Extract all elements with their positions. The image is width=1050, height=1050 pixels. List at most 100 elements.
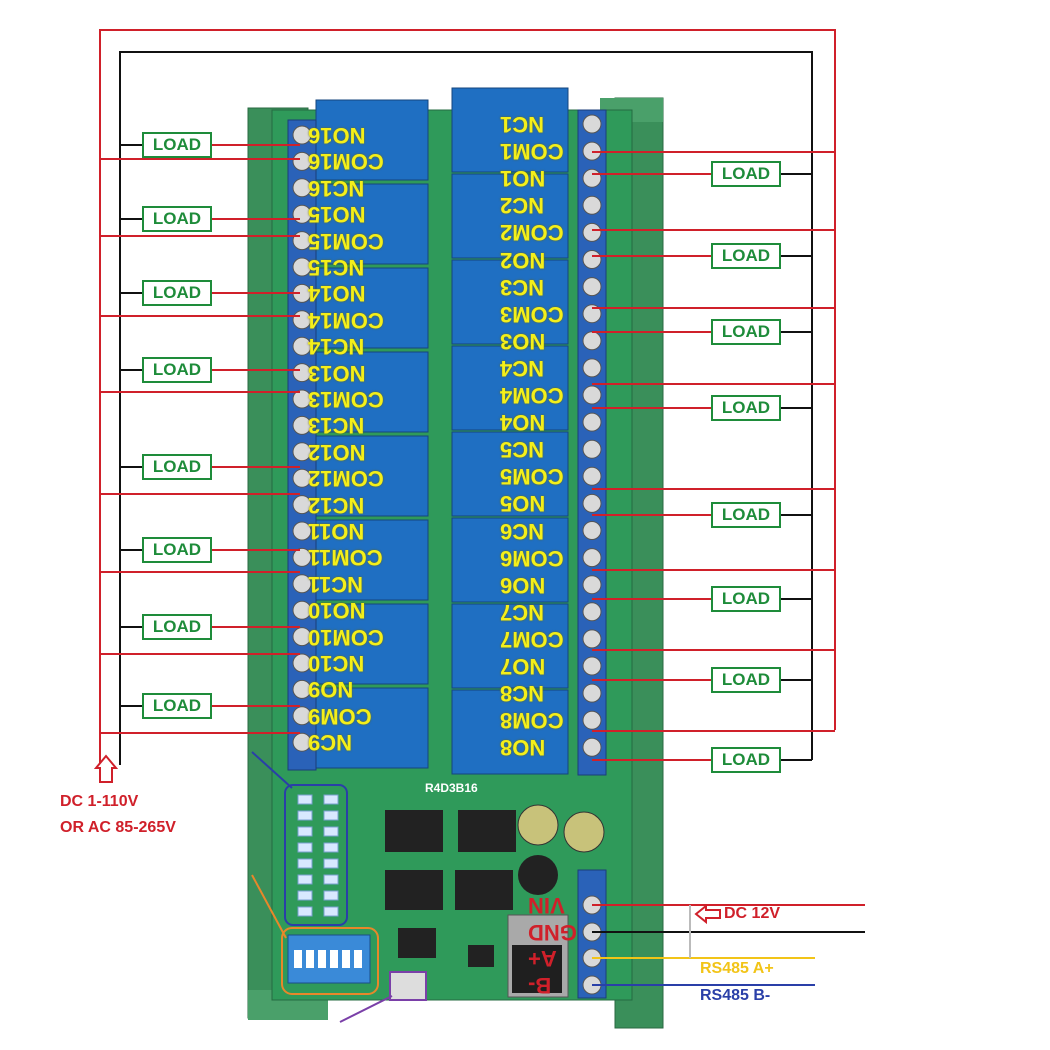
terminal-label-nc5: NC5 bbox=[500, 437, 545, 463]
terminal-label-no12: NO12 bbox=[308, 439, 366, 465]
led bbox=[323, 890, 339, 901]
relay-left-14 bbox=[315, 267, 429, 349]
terminal-label-com7: COM7 bbox=[500, 626, 564, 652]
terminal-label-nc13: NC13 bbox=[308, 413, 365, 439]
ic-chip-3 bbox=[385, 870, 443, 910]
relay-left-13 bbox=[315, 351, 429, 433]
dip-key bbox=[318, 950, 326, 968]
screw-left bbox=[292, 468, 312, 488]
inductor bbox=[518, 855, 558, 895]
screw-right bbox=[582, 331, 602, 351]
terminal-label-nc7: NC7 bbox=[500, 599, 545, 625]
relay-left-12 bbox=[315, 435, 429, 517]
led bbox=[297, 874, 313, 885]
capacitor-2 bbox=[563, 811, 605, 853]
ic-chip-4 bbox=[455, 870, 513, 910]
terminal-label-nc9: NC9 bbox=[308, 730, 353, 756]
load-box-left-2: LOAD bbox=[142, 206, 212, 232]
terminal-label-nc4: NC4 bbox=[500, 355, 545, 381]
regulator-body bbox=[512, 945, 562, 993]
terminal-label-nc15: NC15 bbox=[308, 255, 365, 280]
screw-right bbox=[582, 710, 602, 730]
screw-left bbox=[292, 732, 312, 752]
led bbox=[297, 842, 313, 853]
load-box-right-8: LOAD bbox=[711, 747, 781, 773]
terminal-label-nc12: NC12 bbox=[308, 492, 365, 518]
terminal-label-no15: NO15 bbox=[308, 202, 366, 228]
terminal-label-com4: COM4 bbox=[500, 383, 564, 408]
load-box-left-4: LOAD bbox=[142, 357, 212, 383]
screw-right bbox=[582, 277, 602, 297]
red-supply-loop bbox=[99, 29, 836, 765]
screw-left bbox=[292, 442, 312, 462]
annotation-line-blue bbox=[251, 751, 293, 789]
screw-right bbox=[582, 656, 602, 676]
load-box-right-7: LOAD bbox=[711, 667, 781, 693]
terminal-label-no7: NO7 bbox=[500, 654, 546, 679]
capacitor-1 bbox=[517, 804, 559, 846]
terminal-label-com15: COM15 bbox=[308, 228, 384, 254]
screw-left bbox=[292, 547, 312, 567]
screw-left bbox=[292, 600, 312, 620]
screw-left bbox=[292, 151, 312, 171]
relay-left-10 bbox=[315, 603, 429, 685]
load-box-right-6: LOAD bbox=[711, 586, 781, 612]
screw-right bbox=[582, 493, 602, 513]
screw-right bbox=[582, 521, 602, 540]
terminal-label-com12: COM12 bbox=[308, 466, 384, 492]
terminal-label-com6: COM6 bbox=[500, 545, 564, 571]
screw-left bbox=[292, 627, 312, 647]
terminal-label-no9: NO9 bbox=[308, 677, 354, 703]
led bbox=[323, 906, 339, 917]
relay-right-7 bbox=[451, 603, 569, 689]
led bbox=[297, 794, 313, 805]
terminal-label-no16: NO16 bbox=[308, 123, 366, 148]
screw-left bbox=[292, 125, 312, 145]
led bbox=[323, 842, 339, 853]
screw-right bbox=[582, 412, 602, 432]
led bbox=[323, 858, 339, 869]
ic-chip-2 bbox=[458, 810, 516, 852]
relay-right-6 bbox=[451, 517, 569, 603]
relay-left-9 bbox=[315, 687, 429, 769]
terminal-label-nc1: NC1 bbox=[500, 112, 545, 137]
terminal-label-com2: COM2 bbox=[500, 220, 564, 246]
terminal-label-com9: COM9 bbox=[308, 703, 372, 729]
terminal-label-nc11: NC11 bbox=[308, 571, 364, 597]
screw-left bbox=[292, 363, 312, 383]
terminal-label-com8: COM8 bbox=[500, 708, 564, 734]
ic-chip-6 bbox=[468, 945, 494, 967]
dc-input-arrow-icon bbox=[694, 903, 721, 925]
load-box-right-5: LOAD bbox=[711, 502, 781, 528]
dip-switch-keys bbox=[294, 950, 362, 968]
screw-left bbox=[292, 389, 312, 409]
board-marking: R4D3B16 bbox=[425, 781, 478, 795]
screw-left bbox=[292, 495, 312, 515]
terminal-label-com5: COM5 bbox=[500, 464, 564, 490]
screw-right bbox=[582, 114, 602, 134]
power-pin-b: B- bbox=[528, 973, 552, 998]
screw-left bbox=[292, 415, 312, 435]
load-box-left-8: LOAD bbox=[142, 693, 212, 719]
terminal-label-nc2: NC2 bbox=[500, 193, 545, 219]
terminal-label-com3: COM3 bbox=[500, 301, 564, 327]
screw-right bbox=[582, 358, 602, 378]
terminal-label-no5: NO5 bbox=[500, 491, 546, 517]
screw-right bbox=[582, 168, 602, 188]
terminal-label-com11: COM11 bbox=[308, 545, 383, 571]
screws-left bbox=[292, 125, 312, 752]
load-box-left-6: LOAD bbox=[142, 537, 212, 563]
terminal-label-nc16: NC16 bbox=[308, 175, 365, 201]
screw-left bbox=[292, 257, 312, 277]
led bbox=[297, 826, 313, 837]
terminal-label-com1: COM1 bbox=[500, 139, 564, 165]
relays-left-column bbox=[315, 99, 429, 769]
dip-key bbox=[330, 950, 338, 968]
ic-chip-5 bbox=[398, 928, 436, 958]
load-box-left-1: LOAD bbox=[142, 132, 212, 158]
screws-right bbox=[582, 114, 602, 757]
screw-left bbox=[292, 336, 312, 356]
screw-right bbox=[582, 737, 602, 757]
dip-key bbox=[294, 950, 302, 968]
